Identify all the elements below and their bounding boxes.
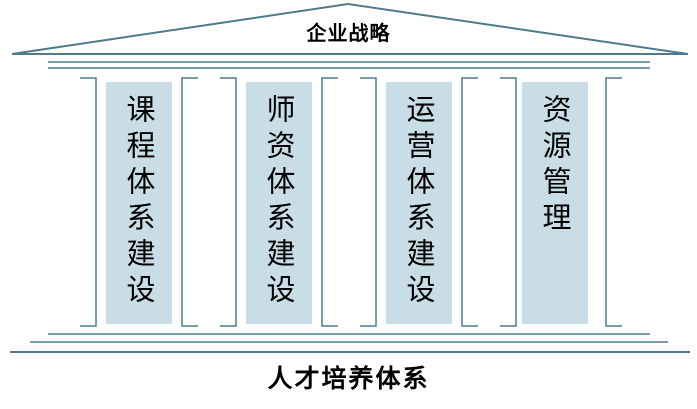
bracket-col-2	[321, 77, 377, 327]
pillar-label: 课程体系建设	[122, 94, 156, 310]
pillar-label: 运营体系建设	[402, 94, 436, 310]
pillar-curriculum: 课程体系建设	[106, 82, 172, 324]
bracket-right-outer	[605, 77, 622, 327]
pillar-label: 资源管理	[538, 94, 572, 238]
pillar-faculty: 师资体系建设	[246, 82, 312, 324]
pillar-label: 师资体系建设	[262, 94, 296, 310]
bracket-col-1	[181, 77, 237, 327]
pillar-resources: 资源管理	[522, 82, 588, 324]
pillar-operations: 运营体系建设	[386, 82, 452, 324]
roof-outline	[11, 2, 689, 55]
roof-label: 企业战略	[306, 21, 391, 45]
base-label: 人才培养体系	[267, 364, 430, 393]
bracket-col-3	[461, 77, 517, 327]
bracket-left-outer	[80, 77, 97, 327]
